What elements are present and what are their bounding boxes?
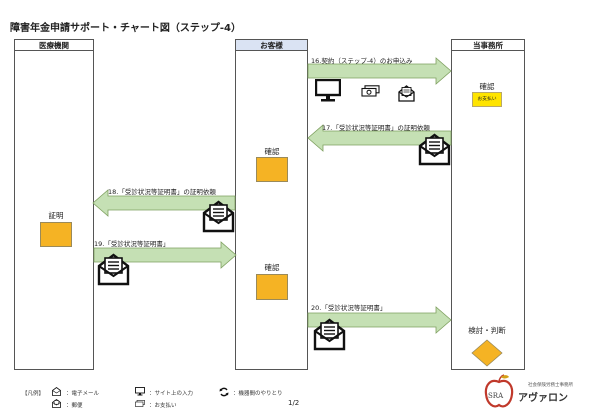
lane-office-header: 当事務所 [451,39,525,51]
client-confirm-1-label: 確認 [264,147,280,156]
step-19-label: 19.「受診状況等証明書」 [94,240,170,248]
client-confirm-2-box [256,274,288,300]
client-confirm-1-box [256,157,288,182]
lane-client [235,39,308,370]
step-20-label: 20.「受診状況等証明書」 [311,304,387,312]
decision-diamond [471,339,503,367]
mail-envelope-icon-17 [418,133,451,166]
hospital-certify-label: 証明 [48,211,64,220]
legend-payment-label: ：お支払い [149,403,177,409]
exchange-legend-icon [219,387,229,397]
step-16-label: 16.契約（ステップ-4）のお申込み [311,57,413,65]
legend-exchange-label: ：機器間のやりとり [233,391,283,397]
page-number: 1/2 [288,399,300,407]
logo-org-name: 社会保険労務士事務所 [528,383,573,388]
mail-envelope-icon-18 [202,200,235,233]
client-confirm-2-label: 確認 [264,263,280,272]
site-legend-icon [135,387,145,396]
step-17-label: 17.「受診状況等証明書」の証明依頼 [322,124,430,132]
legend-heading: 【凡例】 [22,391,45,397]
payment-icon [361,85,380,97]
legend-email-label: ：電子メール [66,391,100,397]
logo-mark-text: SRA [488,392,504,400]
hospital-certify-box [40,222,72,247]
logo-brand-name: アヴァロン [518,393,568,404]
legend-mail-label: ：郵便 [66,403,83,409]
mail-envelope-icon-19 [97,253,130,286]
computer-icon [315,79,341,102]
email-legend-icon [52,387,61,396]
legend-site-label: ：サイト上の入力 [149,391,194,397]
mail-envelope-icon-20 [313,318,346,351]
lane-client-header: お客様 [235,39,308,51]
lane-hospital-header: 医療機関 [14,39,94,51]
page-title: 障害年金申請サポート・チャート図（ステップ-4） [10,23,242,34]
payment-box: お支払い [472,92,502,107]
lane-hospital [14,39,94,370]
logo-mark-icon [484,374,514,408]
office-confirm-label: 確認 [479,82,495,91]
mail-legend-icon [52,399,61,408]
step-18-label: 18.「受診状況等証明書」の証明依頼 [108,188,216,196]
mail-envelope-icon-16 [398,85,415,102]
lane-office [451,39,525,370]
review-label: 検討・判断 [468,326,506,335]
payment-legend-icon [135,400,145,407]
arrow-step-16 [307,57,452,85]
